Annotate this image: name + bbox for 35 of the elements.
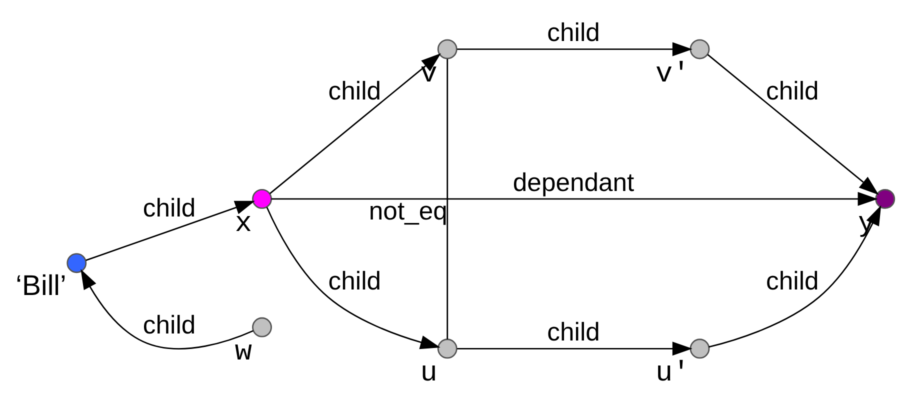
edge-label: child [547,318,600,347]
edge-label: child [547,19,600,48]
arrow [457,342,692,356]
node-label: u' [656,356,690,390]
node-circle [252,188,272,209]
edge-label: child [142,312,196,340]
node-label: x [234,207,252,240]
edge-label: child [328,78,382,106]
node-label: u [420,356,438,390]
arrow [86,200,255,262]
node-label: v [420,57,438,90]
edge-label: child [328,267,382,296]
node-circle [690,39,710,60]
edge-label: not_eq [368,198,448,226]
arrow [271,192,878,206]
edge-label: child [142,194,196,223]
connector [446,58,448,340]
node-circle [437,39,458,60]
arrow [707,54,879,195]
node-circle [437,338,458,359]
edge-label: child [766,267,819,296]
arrow [80,269,254,350]
node-circle [66,253,87,274]
node-label: ‘Bill’ [16,270,66,302]
node-circle [252,317,272,338]
node-circle [690,338,710,359]
edge-label: child [766,78,819,106]
arrow [457,42,692,56]
node-label: v' [656,57,690,90]
arrow [708,205,882,348]
edge-label: dependant [512,168,634,197]
arrow [266,206,440,350]
node-label: w [234,335,252,368]
arrow [269,53,442,194]
node-circle [875,188,896,209]
